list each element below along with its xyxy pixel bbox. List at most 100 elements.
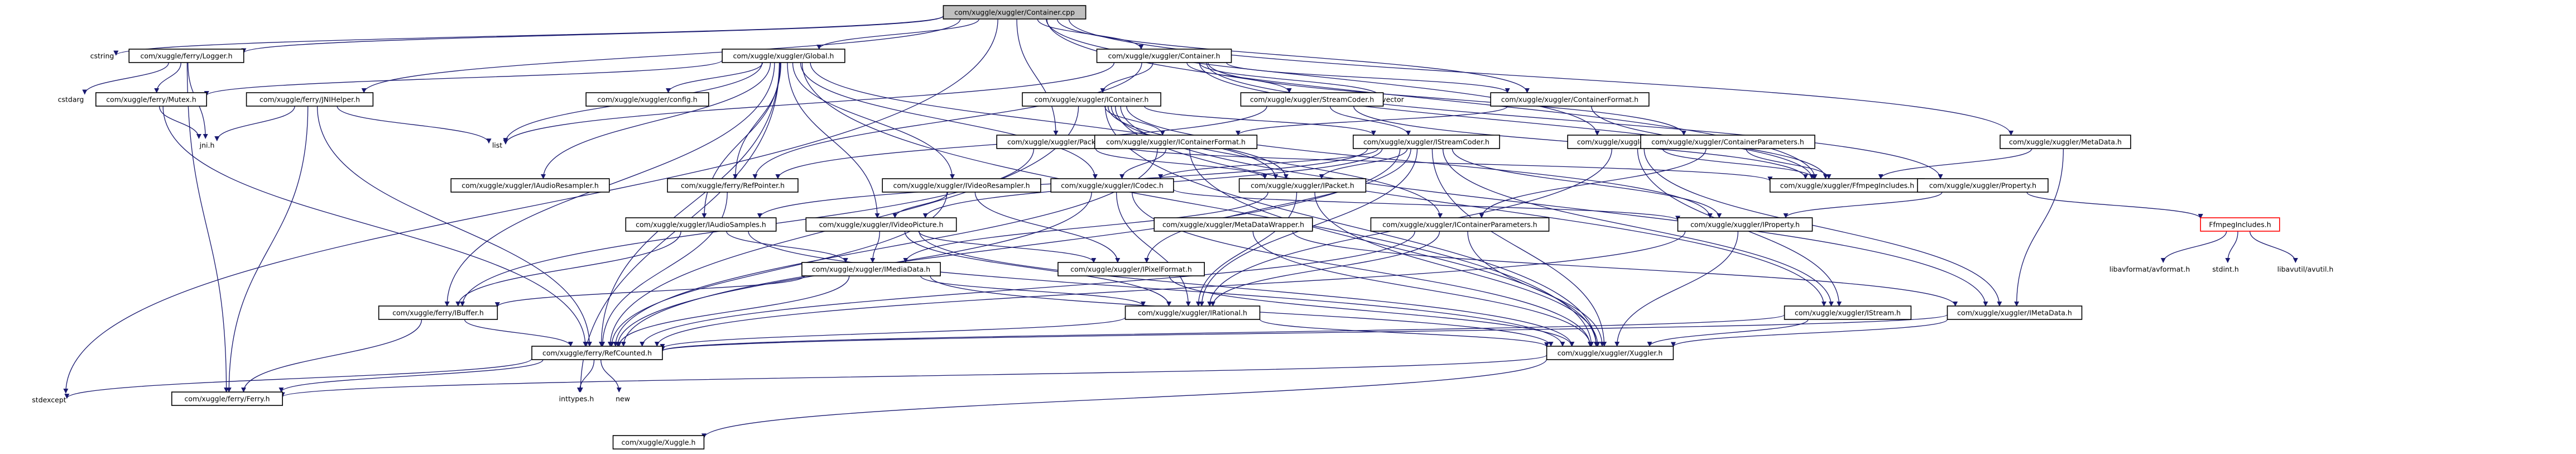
node-imetadata[interactable]: com/xuggle/xuggler/IMetaData.h [1947,305,2083,320]
edge-global-to-ipacket [810,62,1279,179]
node-iaudioresampler[interactable]: com/xuggle/xuggler/IAudioResampler.h [450,178,610,193]
edge-ipacket-to-xuggler [1314,192,1601,347]
node-ibuffer[interactable]: com/xuggle/ferry/IBuffer.h [378,305,498,320]
node-ffmpegincludes2[interactable]: FfmpegIncludes.h [2200,217,2280,232]
node-istream[interactable]: com/xuggle/xuggler/IStream.h [1784,305,1912,320]
edge-imetadata-to-xuggler [1671,319,1948,347]
edge-global-to-ivideoresampler [792,62,955,179]
edge-istreamcoder-to-icodec [1158,148,1379,179]
node-iaudiosamples[interactable]: com/xuggle/xuggler/IAudioSamples.h [625,217,777,232]
edge-mutex-to-refcounted [162,106,588,347]
node-global[interactable]: com/xuggle/xuggler/Global.h [722,49,845,63]
node-label-refcounted: com/xuggle/ferry/RefCounted.h [542,349,652,357]
node-metadatawrapper[interactable]: com/xuggle/xuggler/MetaDataWrapper.h [1154,217,1313,232]
edge-ibuffer-to-refcounted [464,319,573,347]
node-ferry[interactable]: com/xuggle/ferry/Ferry.h [171,391,283,406]
node-box-metadatawrapper [1154,217,1313,232]
node-container[interactable]: com/xuggle/xuggler/Container.h [1096,49,1232,63]
edge-stream-to-ffmpegincludes [1662,148,1816,179]
node-xuggleh[interactable]: com/xuggle/Xuggle.h [612,435,705,450]
edge-ipixelformat-to-xuggler [1169,275,1574,347]
edge-mutex-to-jnih [158,106,201,139]
edge-istreamcoder-to-istream [1442,148,1834,307]
node-containerformat[interactable]: com/xuggle/xuggler/ContainerFormat.h [1490,92,1650,107]
node-box-icontainerparameters [1370,217,1550,232]
node-box-icontainer [1022,92,1161,107]
node-config[interactable]: com/xuggle/xuggler/config.h [585,92,709,107]
node-label-packet: com/xuggle/xuggler/Packet.h [1007,138,1109,146]
node-metadata[interactable]: com/xuggle/xuggler/MetaData.h [2000,135,2131,149]
node-refpointer[interactable]: com/xuggle/ferry/RefPointer.h [667,178,799,193]
node-label-list: list [492,141,502,150]
node-irational[interactable]: com/xuggle/xuggler/IRational.h [1124,305,1261,320]
node-label-ipixelformat: com/xuggle/xuggler/IPixelFormat.h [1070,265,1192,274]
node-refcounted[interactable]: com/xuggle/ferry/RefCounted.h [531,346,663,360]
node-box-iaudioresampler [450,178,610,193]
node-label-iproperty: com/xuggle/xuggler/IProperty.h [1690,221,1800,229]
node-streamcoder[interactable]: com/xuggle/xuggler/StreamCoder.h [1240,92,1384,107]
node-box-metadata [2000,135,2131,149]
node-label-inttypes: inttypes.h [559,395,594,403]
node-box-xuggler [1546,346,1674,360]
edge-container-to-streamcoder [1186,62,1292,93]
node-icodec[interactable]: com/xuggle/xuggler/ICodec.h [1050,178,1174,193]
node-label-irational: com/xuggle/xuggler/IRational.h [1138,309,1247,317]
edge-refcounted-to-stdexcept [64,358,532,399]
edge-global-to-ibuffer [444,62,775,307]
node-root[interactable]: com/xuggle/xuggler/Container.cpp [943,5,1087,20]
node-imediadata[interactable]: com/xuggle/xuggler/IMediaData.h [801,262,941,276]
node-label-istream: com/xuggle/xuggler/IStream.h [1795,309,1901,317]
node-property[interactable]: com/xuggle/xuggler/Property.h [1917,178,2049,193]
node-vector: vector [1382,95,1405,104]
node-label-icontainerparameters: com/xuggle/xuggler/IContainerParameters.… [1382,221,1537,229]
node-box-istreamcoder [1353,135,1500,149]
edge-istreamcoder-to-ipacket [1319,148,1408,179]
edge-icontainerparameters-to-refcounted [640,231,1415,347]
node-containerparameters[interactable]: com/xuggle/xuggler/ContainerParameters.h [1640,135,1815,149]
node-box-iaudiosamples [625,217,777,232]
edge-imediadata-to-ibuffer [494,275,805,308]
edge-ffmpegincludes2-to-avformat [2160,231,2227,263]
node-box-streamcoder [1240,92,1384,107]
node-label-ferry: com/xuggle/ferry/Ferry.h [185,395,270,403]
edge-jnihelper-to-jnih [214,106,295,142]
edge-root-to-metadata [1068,18,2014,136]
node-box-imediadata [801,262,941,276]
node-ivideoresampler[interactable]: com/xuggle/xuggler/IVideoResampler.h [882,178,1041,193]
edge-metadatawrapper-to-xuggler [1252,231,1593,347]
node-istreamcoder[interactable]: com/xuggle/xuggler/IStreamCoder.h [1353,135,1500,149]
node-ivideopicture[interactable]: com/xuggle/xuggler/IVideoPicture.h [805,217,957,232]
node-ipixelformat[interactable]: com/xuggle/xuggler/IPixelFormat.h [1058,262,1205,276]
nodes-layer: com/xuggle/xuggler/Container.cpp cstring c… [32,5,2334,450]
node-icontainer[interactable]: com/xuggle/xuggler/IContainer.h [1022,92,1161,107]
node-box-ffmpegincludes [1769,178,1925,193]
node-ipacket[interactable]: com/xuggle/xuggler/IPacket.h [1238,178,1367,193]
node-avformat: libavformat/avformat.h [2109,265,2190,274]
node-icontainerformat[interactable]: com/xuggle/xuggler/IContainerFormat.h [1094,135,1258,149]
edge-root-to-packet [1016,18,1059,136]
node-label-cstring: cstring [90,52,114,60]
node-label-icontainer: com/xuggle/xuggler/IContainer.h [1035,95,1149,104]
node-ffmpegincludes[interactable]: com/xuggle/xuggler/FfmpegIncludes.h [1769,178,1925,193]
edge-container-to-list [503,62,1115,145]
edge-global-to-mutex [204,60,723,97]
edge-ivideoresampler-to-ipixelformat [974,192,1121,263]
edge-refcounted-to-inttypes [576,359,595,393]
edge-iaudiosamples-to-imediadata [726,231,848,263]
node-label-avformat: libavformat/avformat.h [2109,265,2190,274]
node-logger[interactable]: com/xuggle/ferry/Logger.h [128,49,244,63]
edge-global-to-xuggler [801,62,1594,347]
edge-property-to-iproperty [1783,192,1943,218]
node-label-streamcoder: com/xuggle/xuggler/StreamCoder.h [1250,95,1374,104]
node-jnihelper[interactable]: com/xuggle/ferry/JNIHelper.h [246,92,374,107]
node-label-property: com/xuggle/xuggler/Property.h [1929,181,2036,190]
edge-property-to-ffmpegincludes2 [2026,192,2203,219]
edge-icontainer-to-iproperty [1126,106,1713,218]
node-iproperty[interactable]: com/xuggle/xuggler/IProperty.h [1677,217,1813,232]
node-icontainerparameters[interactable]: com/xuggle/xuggler/IContainerParameters.… [1370,217,1550,232]
node-xuggler[interactable]: com/xuggle/xuggler/Xuggler.h [1546,346,1674,360]
node-mutex[interactable]: com/xuggle/ferry/Mutex.h [95,92,207,107]
edge-containerparameters-to-icontainerparameters [1479,148,1707,218]
node-label-avutil: libavutil/avutil.h [2277,265,2334,274]
